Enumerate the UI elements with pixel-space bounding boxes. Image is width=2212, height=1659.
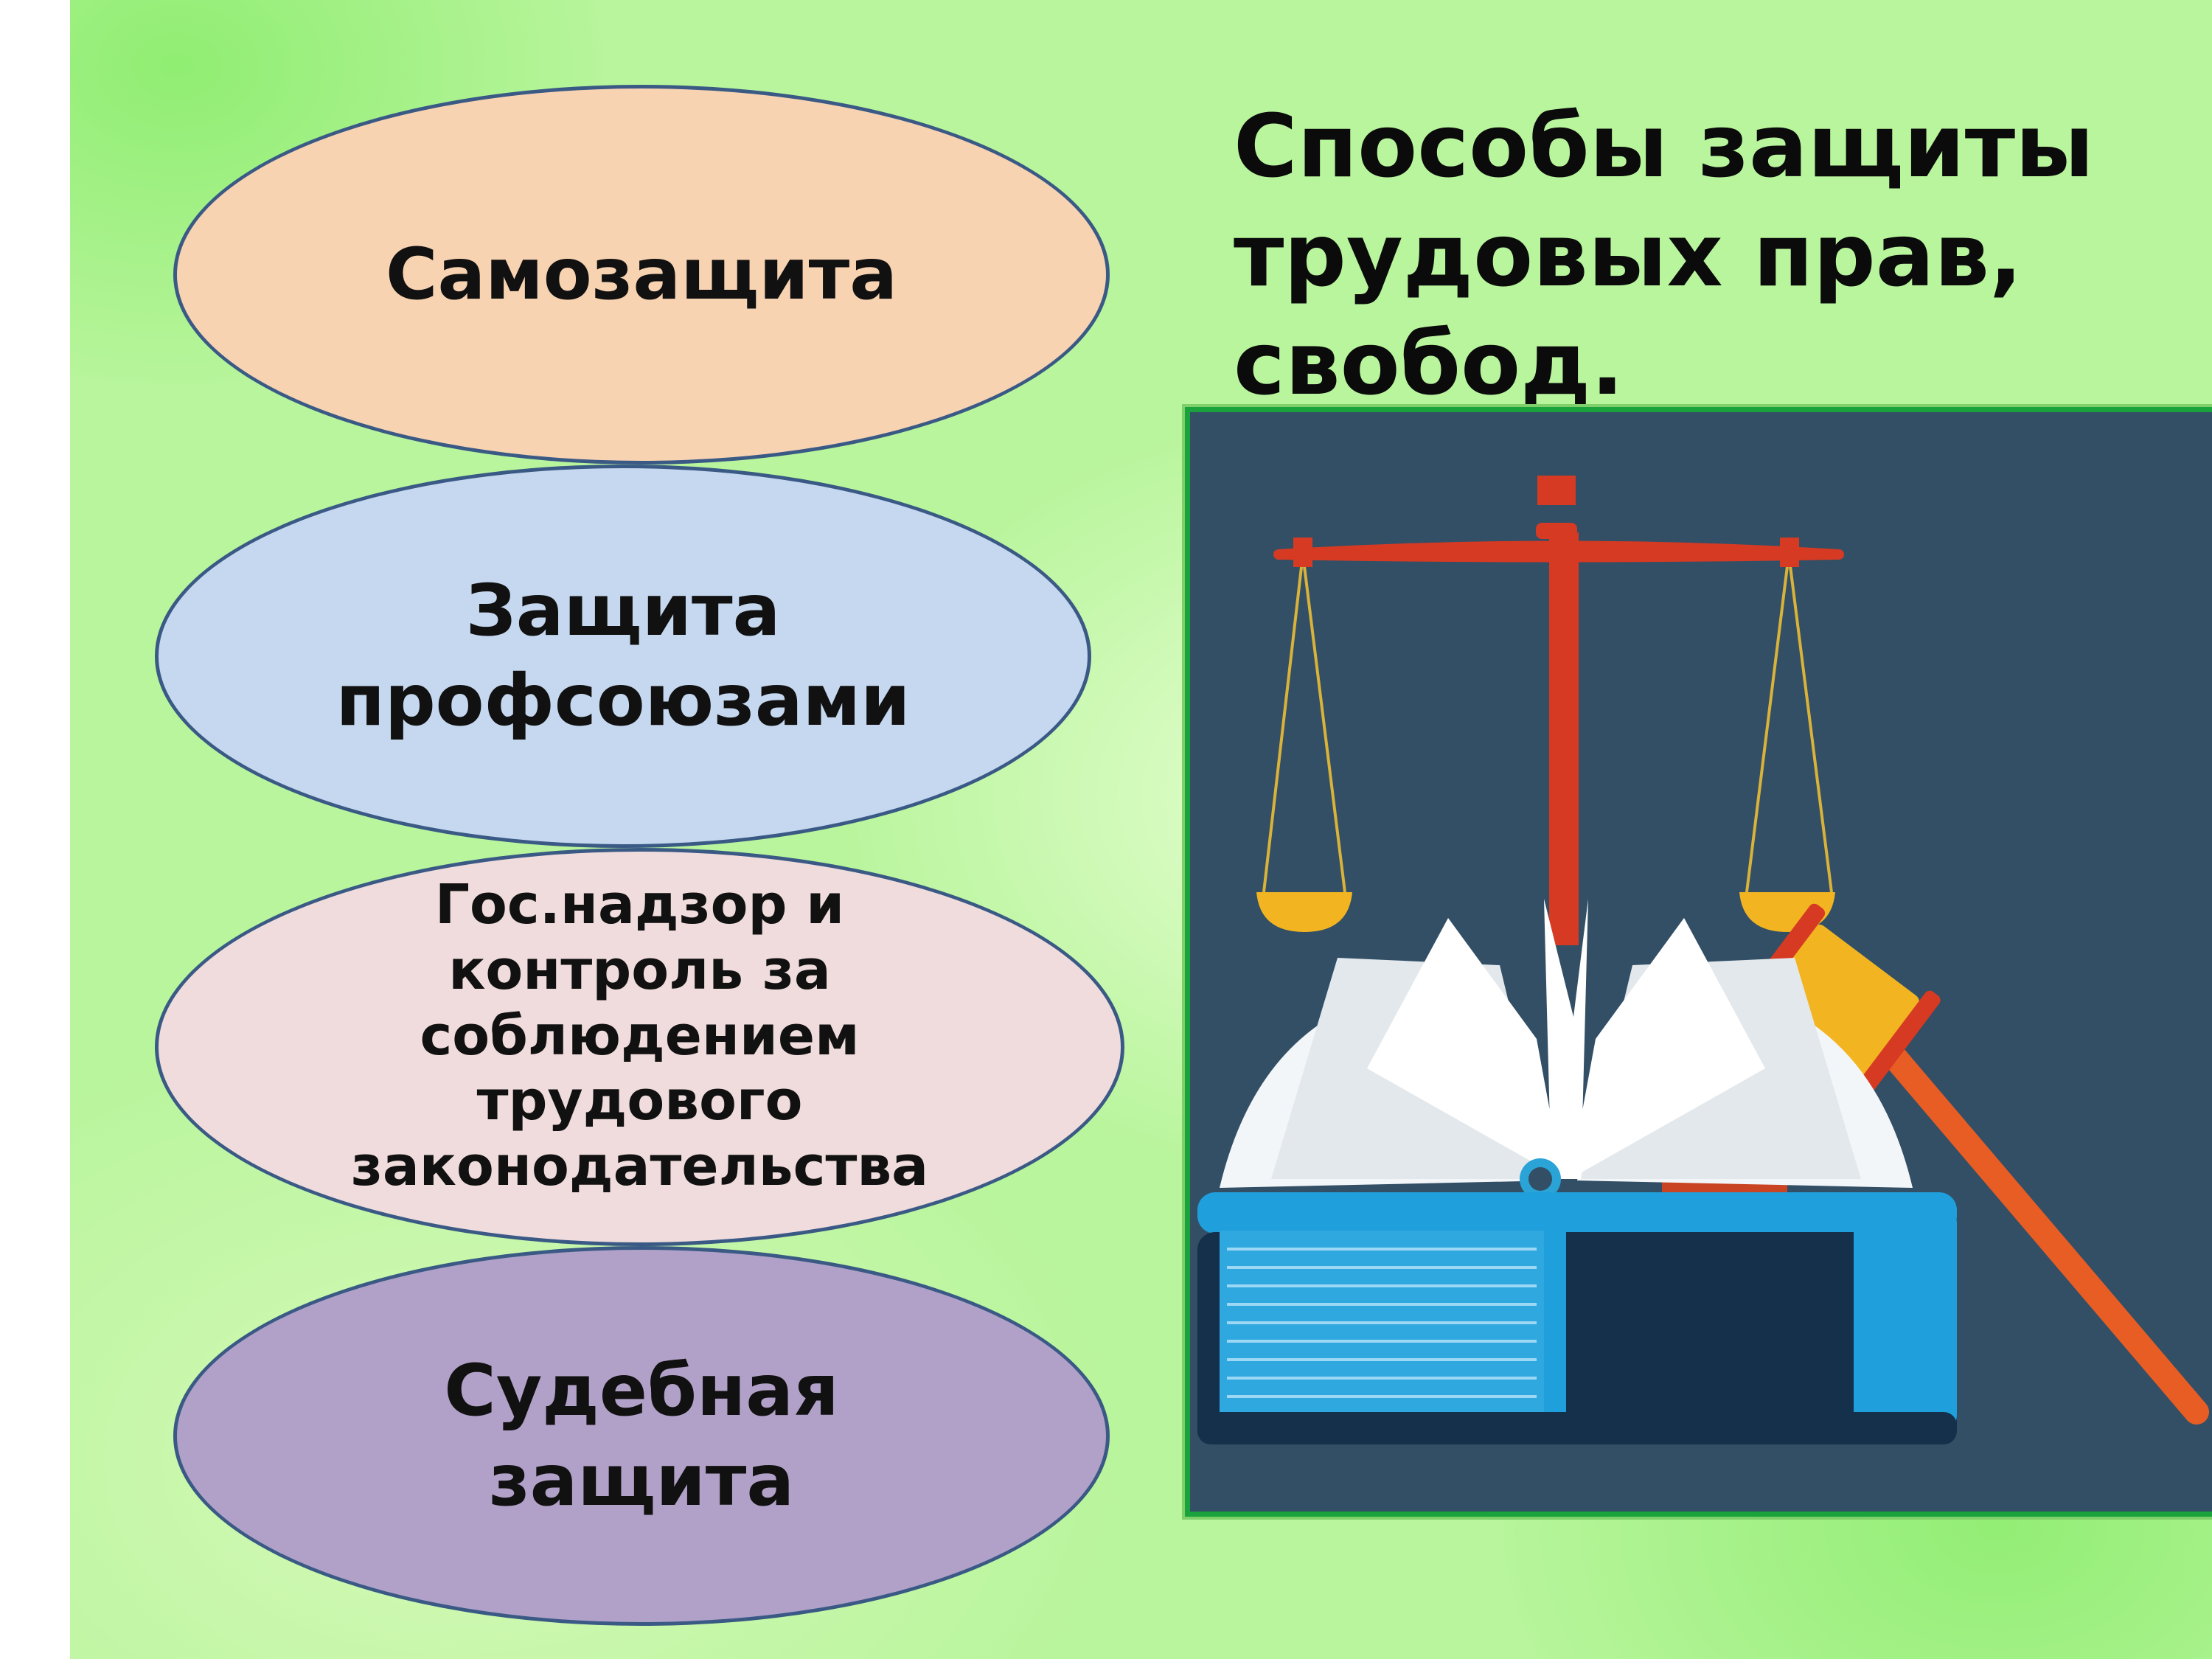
oval-label-state-supervision: Гос.надзор и контроль за соблюдением тру… <box>350 873 929 1199</box>
book-icon <box>1197 899 1957 1444</box>
justice-illustration <box>1185 407 2212 1517</box>
oval-self-defense: Самозащита <box>173 85 1110 465</box>
oval-label-judicial-protection: Судебная защита <box>444 1349 839 1522</box>
oval-label-self-defense: Самозащита <box>385 232 898 316</box>
oval-judicial-protection: Судебная защита <box>173 1246 1110 1626</box>
oval-trade-union-protection: Защита профсоюзами <box>155 465 1091 848</box>
oval-state-supervision: Гос.надзор и контроль за соблюдением тру… <box>155 848 1124 1246</box>
scales-icon <box>1256 476 1844 945</box>
slide-title: Способы защиты трудовых прав, свобод. <box>1234 95 2094 414</box>
slide: Самозащита Защита профсоюзами Гос.надзор… <box>70 0 2212 1659</box>
oval-label-trade-union-protection: Защита профсоюзами <box>335 569 911 742</box>
